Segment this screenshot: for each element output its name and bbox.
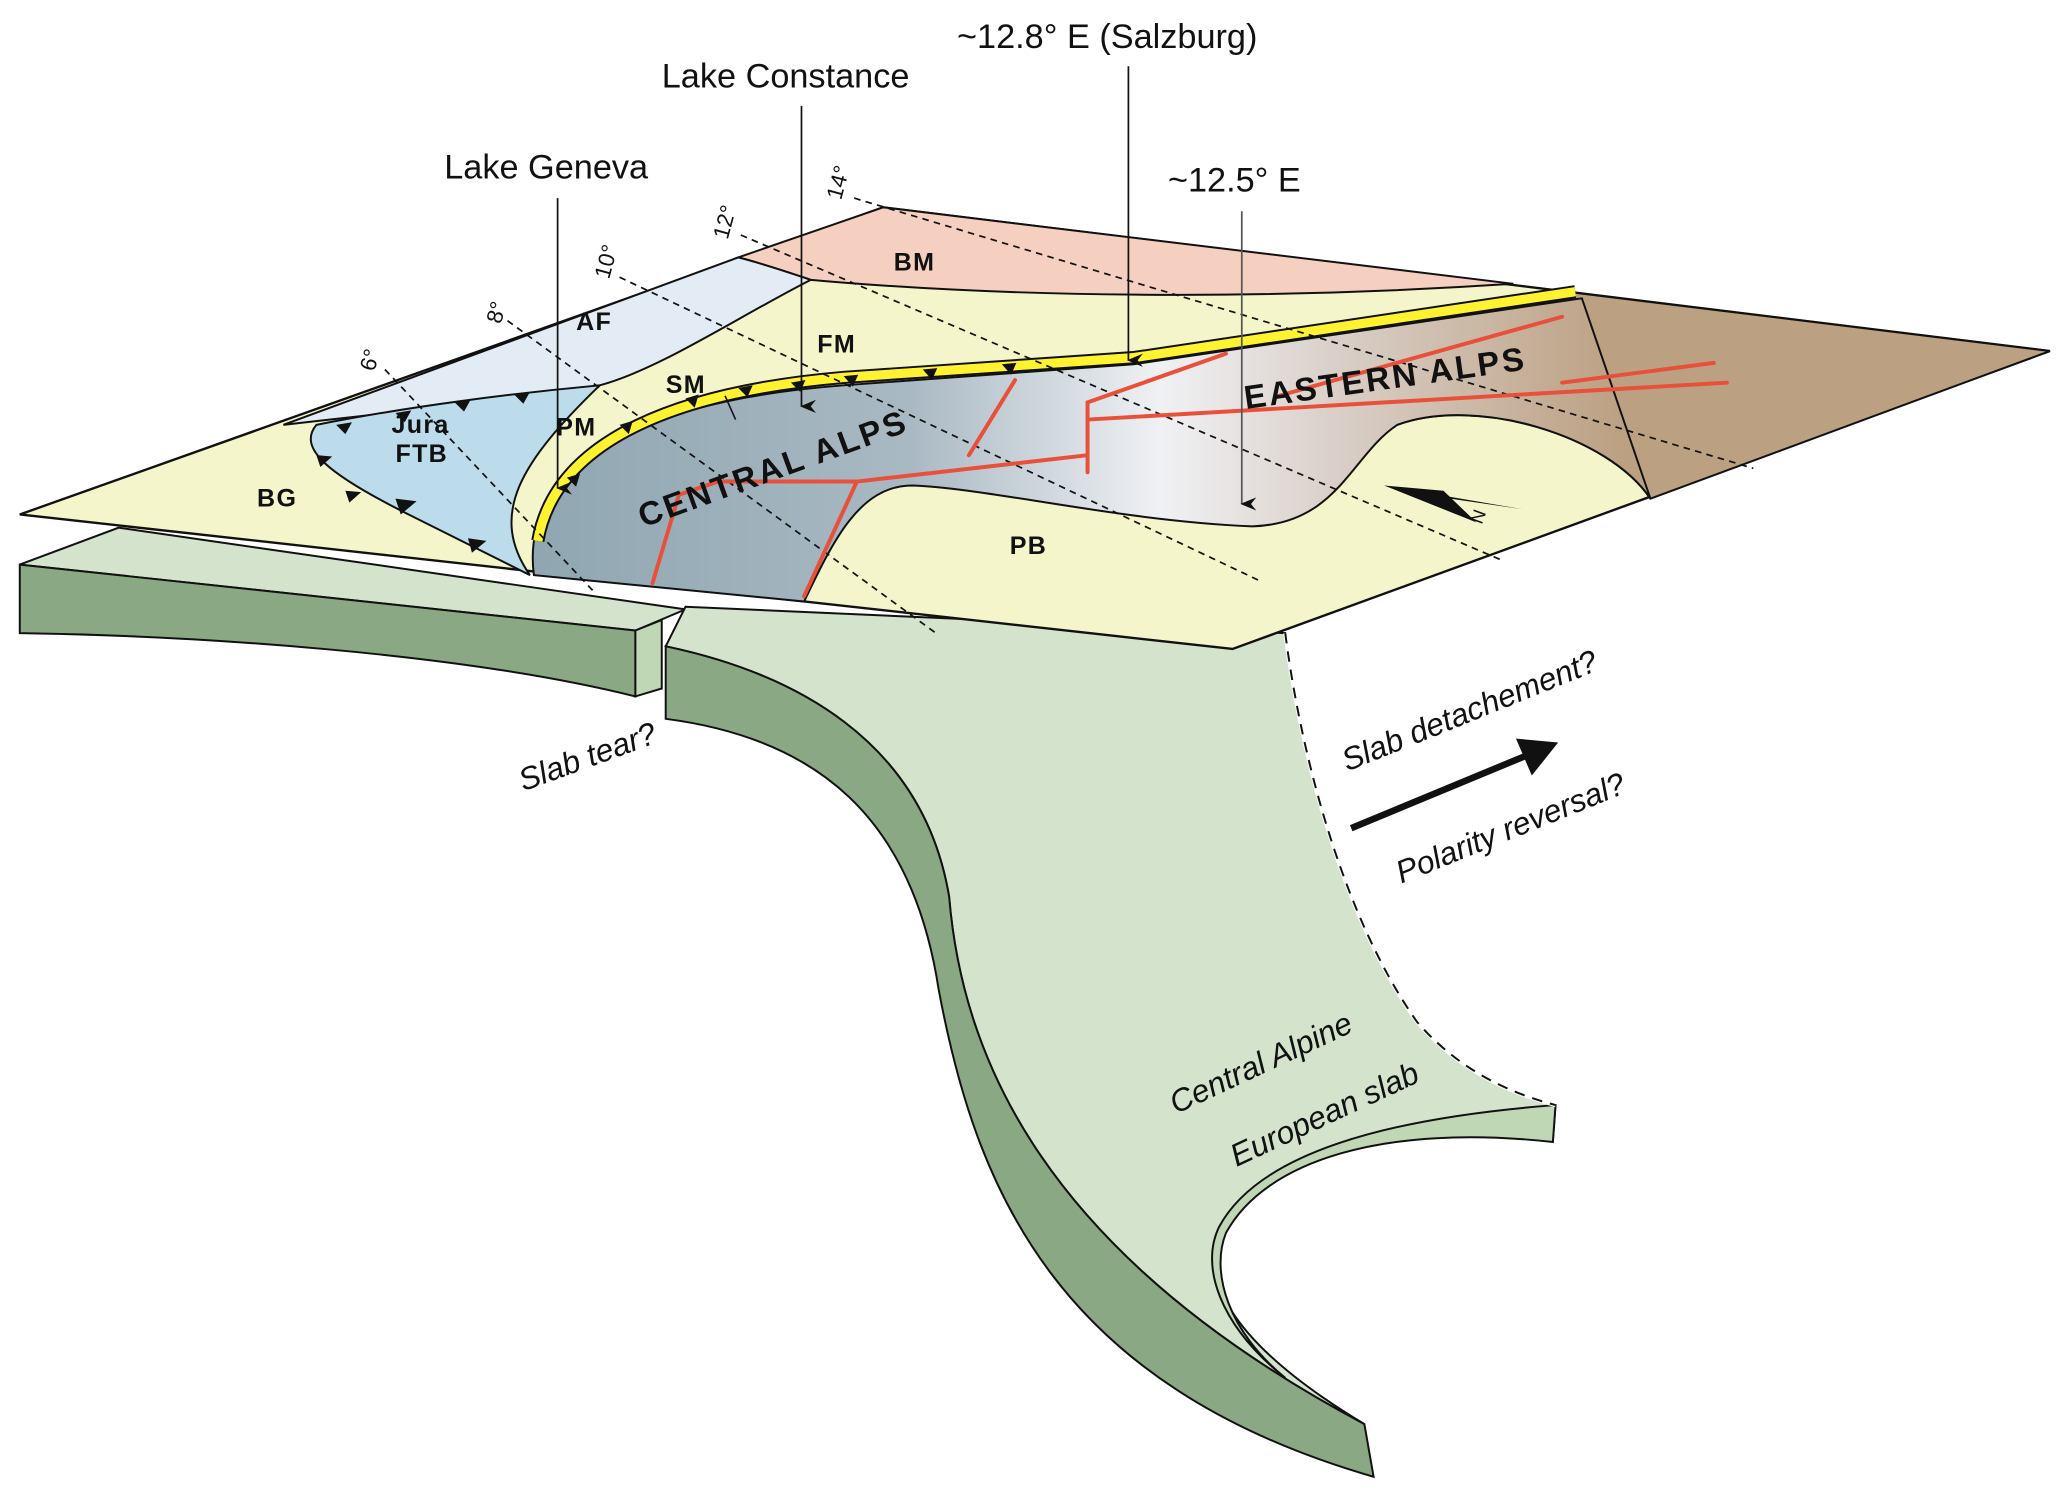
label-slab-tear: Slab tear?: [513, 715, 661, 798]
lon-14: 14°: [822, 163, 855, 202]
callout-12-5e: ~12.5° E: [1168, 162, 1301, 200]
label-pm: PM: [556, 413, 596, 441]
label-ftb: FTB: [395, 440, 448, 468]
central-alpine-european-slab: [664, 605, 1557, 1479]
thrust-teeth: [316, 362, 1017, 553]
callout-salzburg: ~12.8° E (Salzburg): [957, 18, 1257, 56]
callout-lake-geneva: Lake Geneva: [444, 148, 649, 186]
longitude-lines: [384, 197, 1754, 634]
lon-12: 12°: [708, 202, 741, 241]
callout-lake-constance: Lake Constance: [662, 57, 910, 95]
label-bm: BM: [894, 249, 936, 277]
label-sm: SM: [666, 371, 706, 399]
callouts: Lake Geneva Lake Constance ~12.8° E (Sal…: [444, 18, 1301, 511]
label-pb: PB: [1010, 532, 1047, 560]
unit-bm: [734, 206, 1514, 296]
north-label: N: [1466, 507, 1490, 527]
unit-jura: [309, 384, 603, 577]
lon-6: 6°: [355, 346, 385, 373]
lon-10: 10°: [590, 242, 623, 281]
polarity-arrow-icon: [1349, 738, 1559, 832]
plate-map: N: [19, 197, 2051, 651]
lon-8: 8°: [482, 299, 512, 326]
periadriatic-faults: [650, 314, 1729, 599]
label-bg: BG: [257, 485, 297, 513]
label-slab-detachment: Slab detachement?: [1336, 642, 1603, 778]
left-slab: [18, 526, 690, 698]
label-af: AF: [576, 308, 612, 336]
label-fm: FM: [817, 330, 856, 358]
north-arrow-icon: [1384, 485, 1523, 523]
label-polarity-reversal: Polarity reversal?: [1390, 765, 1630, 890]
label-jura: Jura: [392, 411, 450, 439]
